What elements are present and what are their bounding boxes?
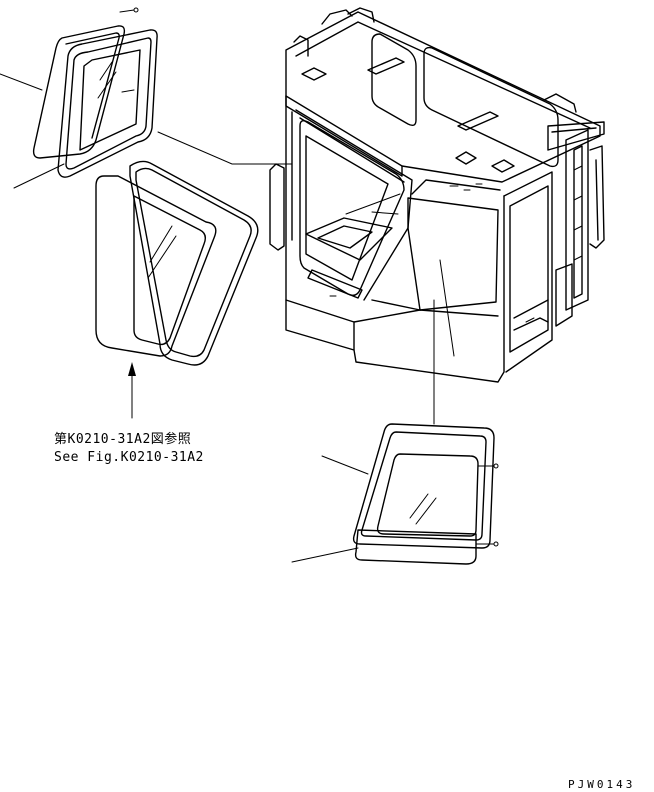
leader-line-to-cab	[157, 131, 293, 165]
reference-arrow	[128, 362, 136, 419]
reference-note-ja: 第K0210-31A2図参照	[54, 431, 191, 447]
leader-line-front-seal	[321, 455, 369, 475]
cab-body	[269, 7, 605, 383]
upper-left-window-glass	[32, 7, 139, 159]
left-side-window-glass	[95, 175, 217, 357]
upper-left-window-seal	[57, 29, 158, 178]
leader-line-upper-seal	[13, 163, 65, 189]
front-window-glass	[354, 453, 499, 565]
leader-line-front-glass	[291, 547, 359, 563]
drawing-code: PJW0143	[568, 778, 635, 791]
leader-line-upper-window	[0, 73, 43, 91]
leader-line-console	[439, 259, 455, 357]
front-window-seal	[352, 423, 495, 549]
left-side-window-seal	[129, 160, 259, 366]
reference-note-en: See Fig.K0210-31A2	[54, 450, 204, 465]
